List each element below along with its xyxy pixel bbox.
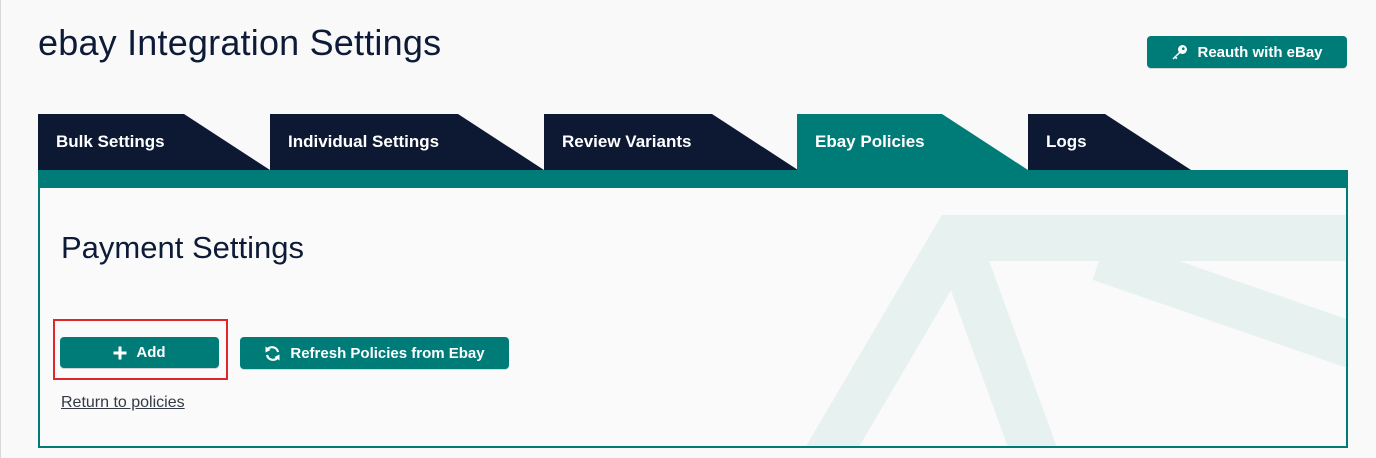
tab-individual-settings[interactable]: Individual Settings — [270, 114, 544, 170]
tab-label: Bulk Settings — [56, 132, 165, 151]
section-title: Payment Settings — [61, 230, 304, 265]
tab-ebay-policies[interactable]: Ebay Policies — [797, 114, 1028, 170]
key-icon — [1172, 44, 1188, 59]
policy-panel: Payment Settings Add Refresh Policies fr… — [38, 188, 1348, 448]
tab-label: Review Variants — [562, 132, 692, 151]
page-title: ebay Integration Settings — [38, 22, 442, 63]
background-watermark — [806, 215, 1346, 446]
tab-label: Ebay Policies — [815, 132, 925, 151]
refresh-policies-button[interactable]: Refresh Policies from Ebay — [240, 337, 509, 369]
highlight-box — [53, 319, 228, 380]
plus-icon — [113, 346, 127, 359]
tab-logs[interactable]: Logs — [1028, 114, 1191, 170]
tab-strip: Bulk Settings Individual Settings Review… — [38, 114, 1348, 190]
reauth-button[interactable]: Reauth with eBay — [1147, 36, 1347, 68]
return-to-policies-link[interactable]: Return to policies — [61, 394, 185, 411]
reauth-label: Reauth with eBay — [1197, 43, 1323, 61]
tab-review-variants[interactable]: Review Variants — [544, 114, 798, 170]
refresh-label: Refresh Policies from Ebay — [290, 344, 485, 362]
refresh-icon — [265, 345, 280, 361]
tab-label: Individual Settings — [288, 132, 440, 151]
tab-band — [38, 170, 1348, 190]
tab-label: Logs — [1046, 132, 1087, 151]
tab-bulk-settings[interactable]: Bulk Settings — [38, 114, 270, 170]
add-button[interactable]: Add — [60, 337, 219, 368]
left-border — [0, 0, 1, 458]
add-label: Add — [136, 344, 166, 361]
